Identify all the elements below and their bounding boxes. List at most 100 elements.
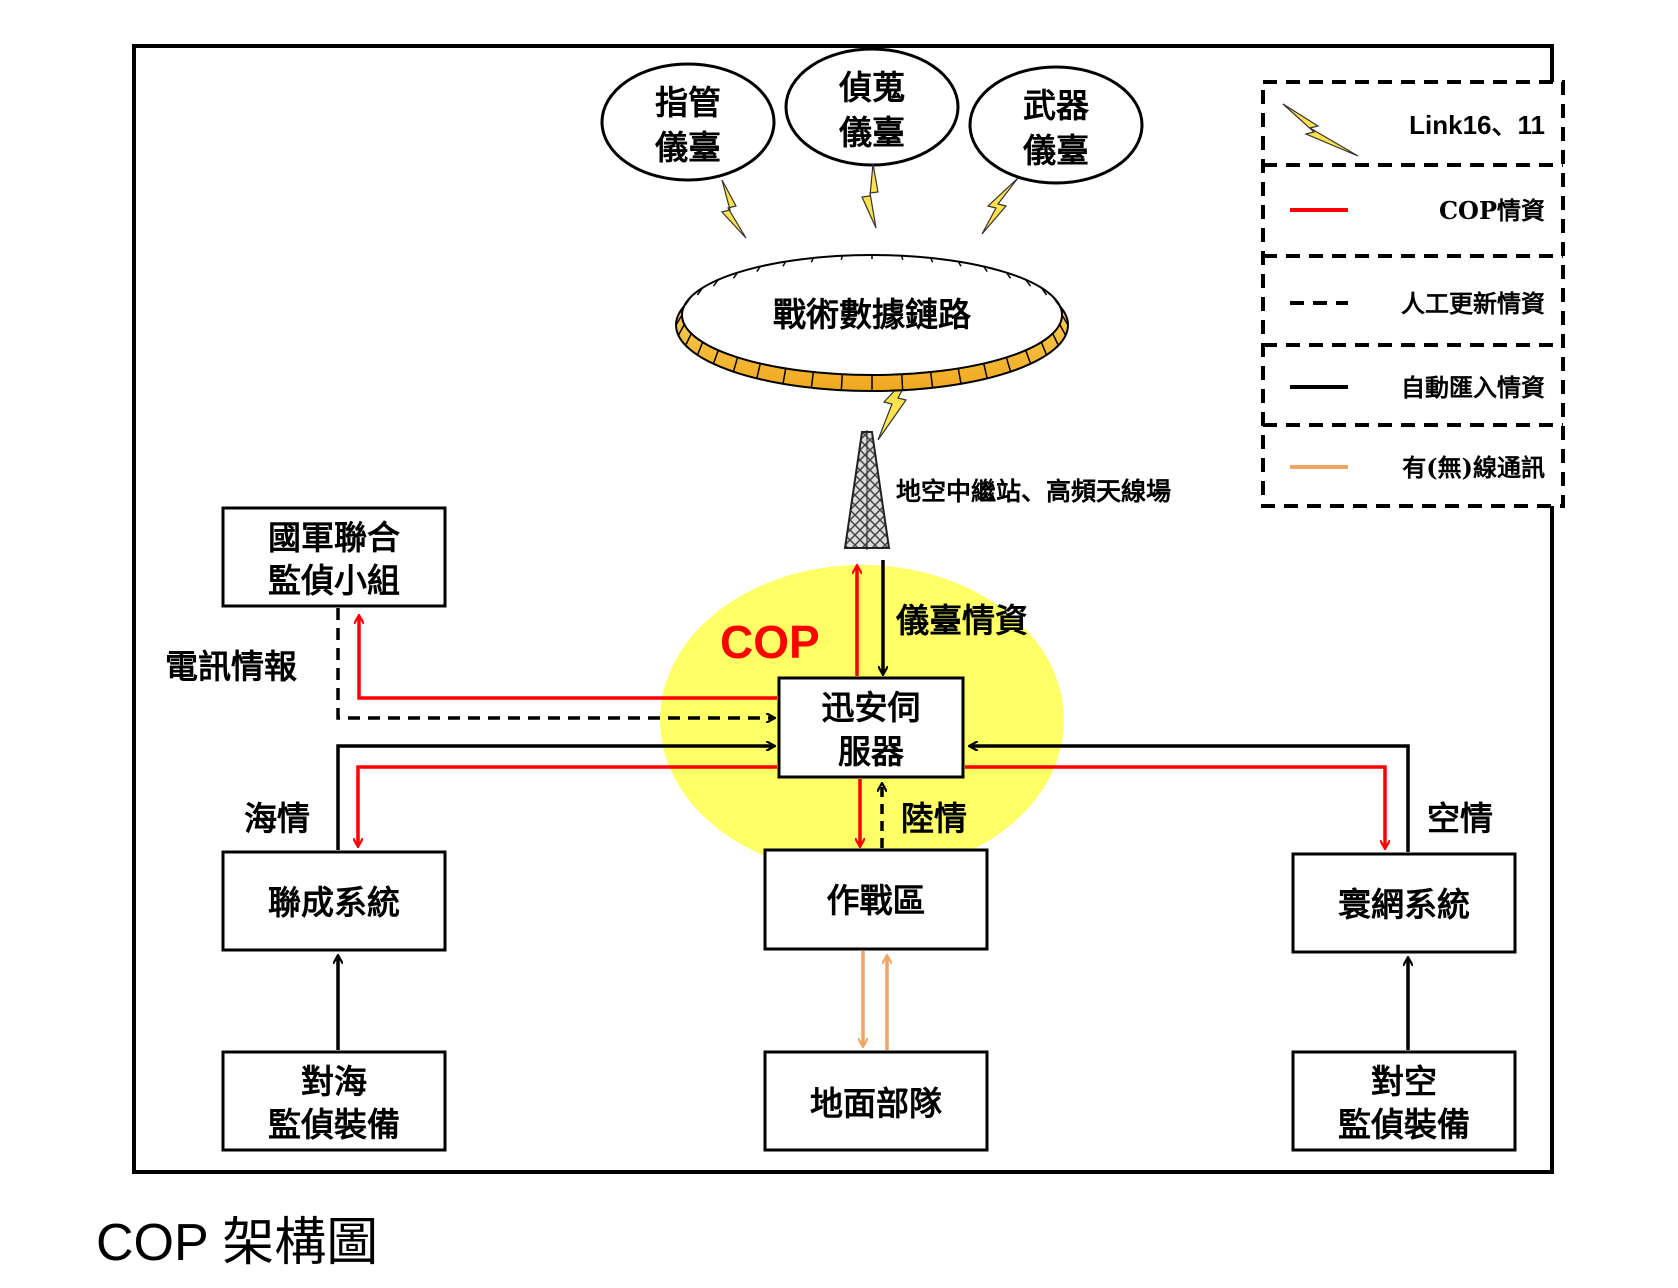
ring-segment-divider <box>732 272 739 279</box>
ring-segment-divider <box>756 363 762 379</box>
sea-equipment-label-1: 對海 <box>301 1062 367 1101</box>
tactical-link-ring: 戰術數據鏈路 <box>675 254 1069 392</box>
ring-segment-divider <box>840 374 844 391</box>
lightning-icon <box>877 371 913 441</box>
ring-segment-divider <box>677 324 685 336</box>
ring-segment-divider <box>810 257 814 263</box>
land-intel-label: 陸情 <box>901 799 967 838</box>
sea-equipment-node: 對海 監偵裝備 <box>221 1050 447 1152</box>
weapon-station-label-2: 儀臺 <box>1022 131 1089 170</box>
sky-net-node: 寰網系統 <box>1291 852 1517 954</box>
ring-segment-divider <box>696 287 704 296</box>
ring-segment-divider <box>929 372 934 388</box>
ring-segment-divider <box>756 266 761 273</box>
joint-system-node: 聯成系統 <box>221 850 447 952</box>
ring-segment-divider <box>982 363 988 379</box>
legend-link-label: Link16、11 <box>1409 110 1545 140</box>
station-intel-label: 儀臺情資 <box>895 601 1028 640</box>
ring-segment-divider <box>900 374 904 391</box>
ring-segment-divider <box>900 255 904 260</box>
figure-caption: COP 架構圖 <box>96 1214 378 1272</box>
ring-segment-divider <box>684 296 692 306</box>
ring-segment-divider <box>1025 279 1032 287</box>
air-intel-label: 空情 <box>1427 799 1493 838</box>
legend: Link16、11 COP情資 人工更新情資 自動匯入情資 有(無)線通訊 <box>1261 80 1565 508</box>
ring-segment-divider <box>1040 341 1048 356</box>
edge-joint-group-to-server <box>336 608 774 718</box>
ring-segment-divider <box>957 261 962 267</box>
sea-intel-label: 海情 <box>244 799 310 838</box>
command-station-node: 指管 儀臺 <box>600 62 776 182</box>
weapon-station-node: 武器 儀臺 <box>968 65 1144 185</box>
ring-segment-divider <box>810 372 815 388</box>
combat-zone-label: 作戰區 <box>827 881 926 920</box>
server-label-2: 服器 <box>838 732 905 771</box>
ring-segment-divider <box>782 368 787 384</box>
ring-segment-divider <box>684 333 692 346</box>
lightning-icon <box>981 177 1019 235</box>
lightning-icon <box>861 163 879 229</box>
ring-segment-divider <box>1005 357 1012 372</box>
ring-segment-divider <box>712 279 719 287</box>
recon-station-label-2: 儀臺 <box>838 113 905 152</box>
ring-segment-divider <box>930 257 934 263</box>
ground-forces-label: 地面部隊 <box>810 1084 942 1123</box>
ring-segment-divider <box>1024 350 1032 365</box>
relay-tower-icon <box>843 430 891 550</box>
legend-item-link: Link16、11 <box>1282 103 1545 157</box>
joint-group-label-1: 國軍聯合 <box>268 518 400 557</box>
ground-forces-node: 地面部隊 <box>763 1050 989 1152</box>
edge-sky-net-to-server <box>970 746 1410 852</box>
legend-item-auto: 自動匯入情資 <box>1290 373 1545 402</box>
ring-segment-divider <box>677 305 685 316</box>
server-node: 迅安伺 服器 <box>777 676 965 779</box>
ring-segment-divider <box>732 357 739 372</box>
telecom-intel-label: 電訊情報 <box>165 647 297 686</box>
joint-group-label-2: 監偵小組 <box>268 561 400 600</box>
legend-item-manual: 人工更新情資 <box>1290 289 1545 318</box>
legend-item-cop: COP情資 <box>1290 196 1545 225</box>
combat-zone-node: 作戰區 <box>763 848 989 951</box>
edge-server-to-sky-net <box>965 765 1385 848</box>
ring-segment-divider <box>1005 272 1012 279</box>
command-station-label-2: 儀臺 <box>654 128 721 167</box>
joint-system-label: 聯成系統 <box>268 883 400 922</box>
sky-net-label: 寰網系統 <box>1338 885 1470 924</box>
ring-segment-divider <box>1052 333 1060 346</box>
tactical-link-label: 戰術數據鏈路 <box>773 295 972 334</box>
edge-joint-system-to-server <box>336 746 774 850</box>
legend-cop-label: COP情資 <box>1439 196 1545 225</box>
ring-segment-divider <box>983 266 988 273</box>
recon-station-label-1: 偵蒐 <box>838 68 905 107</box>
ring-segment-divider <box>712 350 720 365</box>
legend-auto-label: 自動匯入情資 <box>1401 373 1545 402</box>
ring-segment-divider <box>1052 296 1060 306</box>
ring-segment-divider <box>782 261 787 267</box>
legend-manual-label: 人工更新情資 <box>1401 289 1545 318</box>
ring-segment-divider <box>1059 324 1067 336</box>
diagram-frame <box>132 44 1554 1174</box>
weapon-station-label-1: 武器 <box>1023 86 1090 125</box>
command-station-label-1: 指管 <box>655 83 721 122</box>
server-label-1: 迅安伺 <box>822 688 921 727</box>
relay-station-label: 地空中繼站、高頻天線場 <box>896 477 1171 506</box>
ring-segment-divider <box>1040 287 1048 296</box>
cop-label: COP <box>720 616 820 668</box>
recon-station-node: 偵蒐 儀臺 <box>784 47 960 167</box>
ring-segment-divider <box>675 314 683 326</box>
joint-group-node: 國軍聯合 監偵小組 <box>221 506 447 608</box>
ring-segment-divider <box>1059 305 1067 316</box>
lightning-icons <box>720 163 1019 441</box>
air-equipment-label-1: 對空 <box>1371 1062 1437 1101</box>
ring-segment-divider <box>840 255 844 260</box>
legend-comm-label: 有(無)線通訊 <box>1402 453 1545 482</box>
air-equipment-node: 對空 監偵裝備 <box>1291 1050 1517 1152</box>
edge-server-to-joint-system <box>358 765 777 846</box>
sea-equipment-label-2: 監偵裝備 <box>268 1105 400 1144</box>
air-equipment-label-2: 監偵裝備 <box>1338 1105 1470 1144</box>
lightning-icon <box>720 179 747 239</box>
lightning-icon <box>1282 103 1359 157</box>
ring-segment-divider <box>957 368 962 384</box>
ring-segment-divider <box>696 341 704 356</box>
